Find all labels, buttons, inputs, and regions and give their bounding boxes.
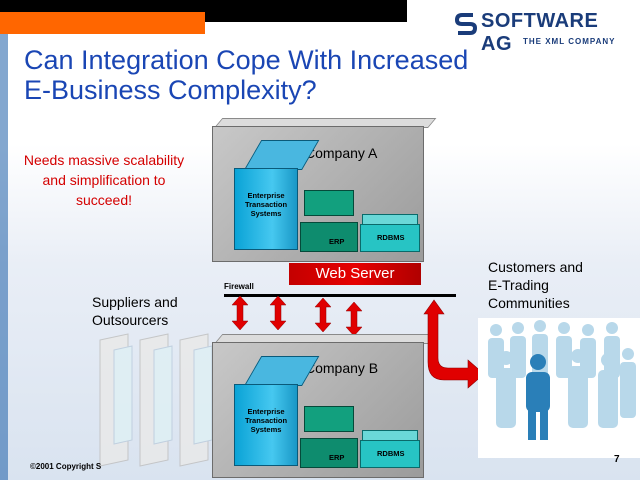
firewall-label: Firewall <box>224 282 254 291</box>
title-line-2: E-Business Complexity? <box>24 75 317 105</box>
copyright-text: ©2001 Copyright S <box>30 462 102 471</box>
highlighted-person-icon <box>526 354 550 440</box>
person-icon <box>488 324 504 378</box>
company-b-rdbms: RDBMS <box>360 440 420 468</box>
curved-arrow-icon <box>423 299 485 389</box>
logo-s-icon <box>455 13 477 35</box>
company-a-label: Company A <box>305 145 378 161</box>
suppliers-line-1: Suppliers and <box>92 294 178 310</box>
ets-label-line: Enterprise <box>247 407 285 416</box>
customers-label: Customers and E-Trading Communities <box>488 258 583 312</box>
company-b-ets: Enterprise Transaction Systems <box>234 384 298 466</box>
double-arrow-icon <box>314 297 332 333</box>
note-line-2: and simplification to <box>42 172 166 188</box>
suppliers-label: Suppliers and Outsourcers <box>92 293 178 329</box>
company-b-label: Company B <box>305 360 379 376</box>
supplier-buildings <box>99 333 213 467</box>
double-arrow-icon <box>345 301 363 337</box>
person-icon <box>598 353 618 428</box>
company-b-erp: ERP <box>300 438 358 468</box>
scalability-note: Needs massive scalability and simplifica… <box>6 150 202 210</box>
customers-line-2: E-Trading <box>488 277 549 293</box>
page-number: 7 <box>614 454 620 465</box>
company-a-erp-top <box>304 190 354 216</box>
person-icon <box>510 322 526 378</box>
company-a-erp: ERP <box>300 222 358 252</box>
customers-line-1: Customers and <box>488 259 583 275</box>
title-line-1: Can Integration Cope With Increased <box>24 45 469 75</box>
note-line-3: succeed! <box>75 192 133 208</box>
ets-label-line: Transaction <box>244 200 288 209</box>
person-icon <box>496 351 516 428</box>
person-icon <box>620 348 636 418</box>
ets-label-line: Systems <box>250 209 282 218</box>
page-title: Can Integration Cope With Increased E-Bu… <box>24 45 544 105</box>
company-a-ets: Enterprise Transaction Systems <box>234 168 298 250</box>
logo-text: SOFTWARE AG <box>481 10 599 55</box>
header-bar-orange <box>0 12 205 34</box>
software-ag-logo: SOFTWARE AG THE XML COMPANY <box>455 10 630 55</box>
double-arrow-icon <box>231 295 249 331</box>
left-accent-strip <box>0 34 8 480</box>
company-a-erp-label: ERP <box>329 237 345 246</box>
note-line-1: Needs massive scalability <box>23 152 185 168</box>
company-b-rdbms-label: RDBMS <box>377 449 405 458</box>
suppliers-line-2: Outsourcers <box>92 312 169 328</box>
customers-line-3: Communities <box>488 295 570 311</box>
person-icon <box>568 349 588 428</box>
ets-label-line: Enterprise <box>247 191 285 200</box>
company-b-erp-label: ERP <box>329 453 345 462</box>
web-server-box: Web Server <box>289 263 421 285</box>
customer-link-arrow <box>423 299 485 389</box>
company-b-erp-top <box>304 406 354 432</box>
logo-subtitle: THE XML COMPANY <box>523 37 616 46</box>
firewall-arrows <box>231 295 363 337</box>
company-a-rdbms-label: RDBMS <box>377 233 405 242</box>
person-icon <box>556 322 572 378</box>
double-arrow-icon <box>269 295 287 331</box>
ets-label-line: Systems <box>250 425 282 434</box>
company-a-rdbms: RDBMS <box>360 224 420 252</box>
customer-crowd <box>478 318 640 458</box>
ets-label-line: Transaction <box>244 416 288 425</box>
firewall-line <box>224 294 456 297</box>
